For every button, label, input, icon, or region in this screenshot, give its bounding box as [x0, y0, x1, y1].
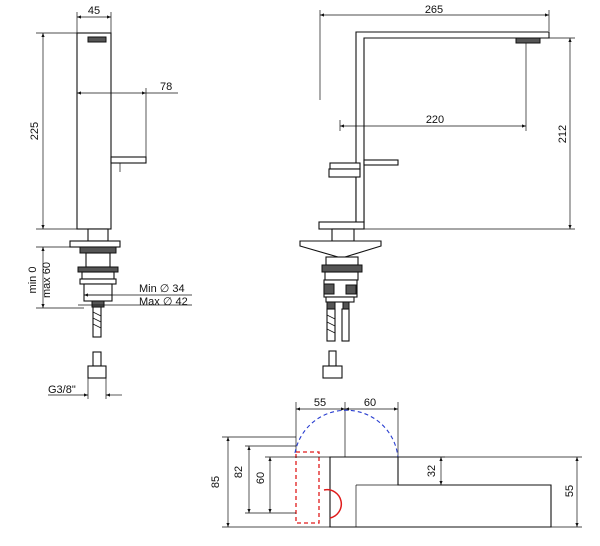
lever-front: [363, 159, 399, 166]
lever-side: [110, 156, 147, 164]
base-plate-front: [299, 240, 382, 258]
hole-max-label: Max ∅ 42: [139, 296, 188, 308]
spout-top: [329, 456, 552, 528]
supply-hose-front-left: [326, 308, 336, 342]
top-dim-32: 32: [426, 465, 438, 477]
aerator-side: [87, 36, 107, 43]
width-dimension: 45: [88, 5, 100, 17]
spout-reach-dimension: 265: [425, 4, 443, 16]
front-view: 265 220 212: [299, 4, 575, 379]
top-dim-left: 55: [314, 397, 326, 409]
lever-dimension: 78: [160, 81, 172, 93]
rotation-arc: [294, 409, 399, 459]
faucet-body-front: [318, 221, 365, 230]
base-plate-side: [69, 240, 121, 248]
top-view: 55 60 85 82 60 32 55: [210, 397, 582, 528]
hole-min-label: Min ∅ 34: [139, 283, 185, 295]
aerator-front: [515, 37, 541, 44]
side-view: 45 225 78: [27, 5, 192, 399]
height-dimension: 225: [29, 122, 41, 140]
top-dim-total: 85: [210, 476, 222, 488]
faucet-body-side: [76, 32, 112, 230]
spout-front: [355, 31, 550, 223]
adjust-min-label: min 0: [27, 267, 39, 294]
hose-nut-side: [87, 365, 107, 379]
spout-inner-dimension: 220: [426, 114, 444, 126]
spout-height-dimension: 212: [557, 125, 569, 143]
adjust-max-label: max 60: [41, 262, 53, 298]
top-dim-right: 60: [364, 397, 376, 409]
hose-nut-front: [322, 365, 343, 379]
top-dim-60: 60: [255, 472, 267, 484]
top-dim-55: 55: [564, 485, 576, 497]
lever-clearance-zone: [295, 451, 320, 524]
top-dim-82: 82: [233, 466, 245, 478]
supply-hose-front-right: [341, 308, 350, 342]
supply-hose-side: [92, 306, 102, 338]
lever-swing-arc: [323, 488, 342, 519]
thread-label: G3/8": [48, 384, 76, 396]
